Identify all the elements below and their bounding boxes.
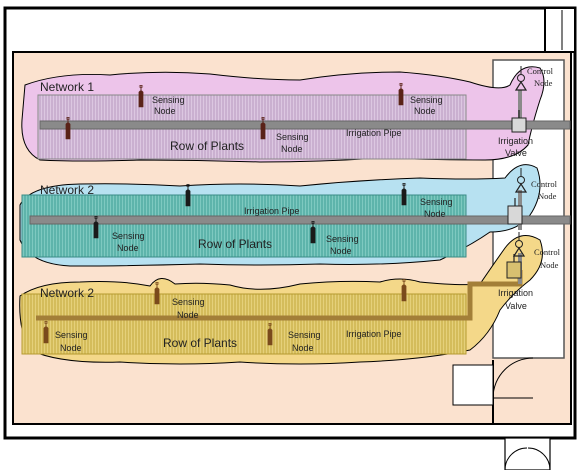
svg-text:Sensing: Sensing <box>152 95 185 105</box>
svg-text:Control: Control <box>527 66 554 76</box>
irrigation-valve-icon-3 <box>506 254 522 279</box>
svg-text:Node: Node <box>424 209 446 219</box>
svg-text:Sensing: Sensing <box>410 95 443 105</box>
irrigation-valve-label-3: Irrigation Valve <box>498 288 533 311</box>
irrigation-pipe-1 <box>39 120 571 130</box>
svg-text:Sensing: Sensing <box>326 234 359 244</box>
svg-text:Node: Node <box>538 191 557 201</box>
sensing-node-label-n3-c: Sensing Node <box>288 330 321 353</box>
svg-text:Sensing: Sensing <box>55 330 88 340</box>
svg-text:Node: Node <box>177 310 199 320</box>
control-node-label-1: Control Node <box>527 66 554 88</box>
network-title-1: Network 1 <box>40 80 94 94</box>
row-label-2: Row of Plants <box>198 237 272 251</box>
svg-text:Node: Node <box>154 106 176 116</box>
sensing-node-label-n1-a: Sensing Node <box>152 95 185 116</box>
outer-wall <box>3 6 577 440</box>
svg-text:Sensing: Sensing <box>420 197 453 207</box>
svg-text:Node: Node <box>330 246 352 256</box>
svg-text:Node: Node <box>292 343 314 353</box>
svg-text:Node: Node <box>534 78 553 88</box>
row-label-1: Row of Plants <box>170 139 244 153</box>
svg-text:Node: Node <box>117 243 139 253</box>
row-of-plants-3 <box>21 293 467 355</box>
svg-text:Sensing: Sensing <box>276 132 309 142</box>
svg-text:Control: Control <box>531 179 558 189</box>
svg-text:Sensing: Sensing <box>112 231 145 241</box>
svg-text:Sensing: Sensing <box>288 330 321 340</box>
svg-text:Node: Node <box>281 144 303 154</box>
row-label-3: Row of Plants <box>163 336 237 350</box>
sensing-node-label-n3-b: Sensing Node <box>55 330 88 353</box>
door-swing <box>492 357 534 399</box>
wall-pillar <box>544 7 576 53</box>
pipe-label-1: Irrigation Pipe <box>346 128 402 138</box>
svg-text:Control: Control <box>534 247 561 257</box>
control-node-label-2: Control Node <box>531 179 558 201</box>
irrigation-valve-icon-1 <box>511 110 527 133</box>
sensing-node-label-n2-c: Sensing Node <box>326 234 359 256</box>
control-node-icon-2 <box>514 168 528 193</box>
sensing-node-label-n1-b: Sensing Node <box>410 95 443 116</box>
sensing-node-label-n2-a: Sensing Node <box>420 197 453 219</box>
irrigation-pipe-2 <box>29 215 571 225</box>
control-node-label-3: Control Node <box>534 247 561 270</box>
svg-text:Node: Node <box>60 343 82 353</box>
control-node-icon-1 <box>514 66 528 91</box>
svg-text:Sensing: Sensing <box>172 297 205 307</box>
sensing-node-label-n3-a: Sensing Node <box>172 297 205 320</box>
pipe-label-2: Irrigation Pipe <box>244 206 300 216</box>
irrigation-valve-icon-2 <box>507 198 523 225</box>
svg-text:Node: Node <box>540 260 559 270</box>
irrigation-valve-label-1: Irrigation Valve <box>498 136 533 158</box>
sensing-node-label-n2-b: Sensing Node <box>112 231 145 253</box>
svg-text:Node: Node <box>414 106 436 116</box>
door-frame <box>452 364 494 406</box>
svg-text:Valve: Valve <box>505 301 527 311</box>
svg-text:Irrigation: Irrigation <box>498 136 533 146</box>
pipe-label-3: Irrigation Pipe <box>346 329 402 339</box>
sensing-node-label-n1-c: Sensing Node <box>276 132 309 154</box>
control-node-icon-3 <box>512 232 526 257</box>
svg-text:Valve: Valve <box>505 148 527 158</box>
network-title-3: Network 2 <box>40 286 94 300</box>
network-title-2: Network 2 <box>40 183 94 197</box>
svg-text:Irrigation: Irrigation <box>498 288 533 298</box>
